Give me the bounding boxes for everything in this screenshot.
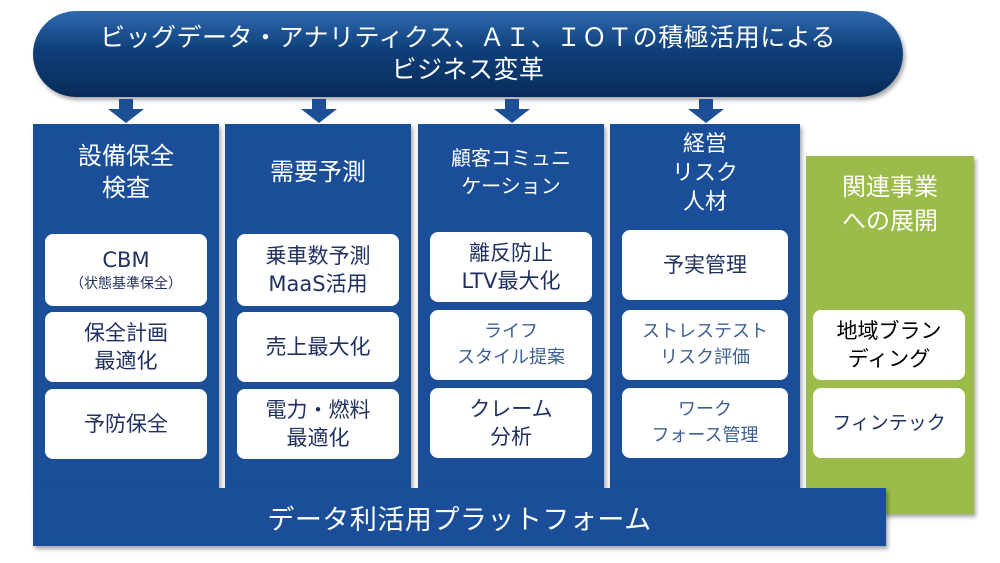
column-title: 設備保全 検査: [78, 142, 174, 202]
down-arrow-icon: [108, 99, 144, 123]
item-workforce: ワーク フォース管理: [622, 388, 788, 458]
item-complaint-analysis: クレーム 分析: [430, 388, 592, 458]
down-arrow-icon: [494, 99, 530, 123]
item-fintech: フィンテック: [813, 388, 965, 458]
column-demand-forecast: 需要予測 乗車数予測 MaaS活用 売上最大化 電力・燃料 最適化: [225, 124, 411, 488]
headline-banner: ビッグデータ・アナリティクス、ＡＩ、ＩＯＴの積極活用による ビジネス変革: [33, 11, 903, 97]
item-power-fuel: 電力・燃料 最適化: [237, 389, 399, 459]
item-lifestyle-proposal: ライフ スタイル提案: [430, 310, 592, 380]
related-title: 関連事業 への展開: [842, 173, 938, 235]
item-cbm: CBM （状態基準保全）: [45, 234, 207, 306]
item-stress-test: ストレステスト リスク評価: [622, 310, 788, 380]
column-maintenance: 設備保全 検査 CBM （状態基準保全） 保全計画 最適化 予防保全: [33, 124, 219, 488]
related-business-panel: 関連事業 への展開 地域ブラン ディング フィンテック: [806, 156, 974, 514]
item-regional-branding: 地域ブラン ディング: [813, 310, 965, 380]
headline-line-1: ビッグデータ・アナリティクス、ＡＩ、ＩＯＴの積極活用による: [99, 23, 836, 52]
item-budget-actual: 予実管理: [622, 230, 788, 300]
platform-bar: データ利活用プラットフォーム: [33, 488, 886, 546]
column-management-risk: 経営 リスク 人材 予実管理 ストレステスト リスク評価 ワーク フォース管理: [610, 124, 800, 488]
column-title: 需要予測: [270, 158, 366, 186]
item-preventive-maintenance: 予防保全: [45, 389, 207, 459]
down-arrow-icon: [688, 99, 724, 123]
item-maintenance-plan: 保全計画 最適化: [45, 312, 207, 382]
column-title: 顧客コミュニ ケーション: [451, 146, 571, 198]
column-title: 経営 リスク 人材: [671, 131, 738, 215]
column-customer-communication: 顧客コミュニ ケーション 離反防止 LTV最大化 ライフ スタイル提案 クレーム…: [418, 124, 604, 488]
item-sales-max: 売上最大化: [237, 312, 399, 382]
headline-line-2: ビジネス変革: [391, 55, 545, 84]
down-arrow-icon: [301, 99, 337, 123]
platform-label: データ利活用プラットフォーム: [267, 504, 652, 536]
item-ridership-forecast: 乗車数予測 MaaS活用: [237, 234, 399, 306]
item-churn-prevention: 離反防止 LTV最大化: [430, 232, 592, 302]
